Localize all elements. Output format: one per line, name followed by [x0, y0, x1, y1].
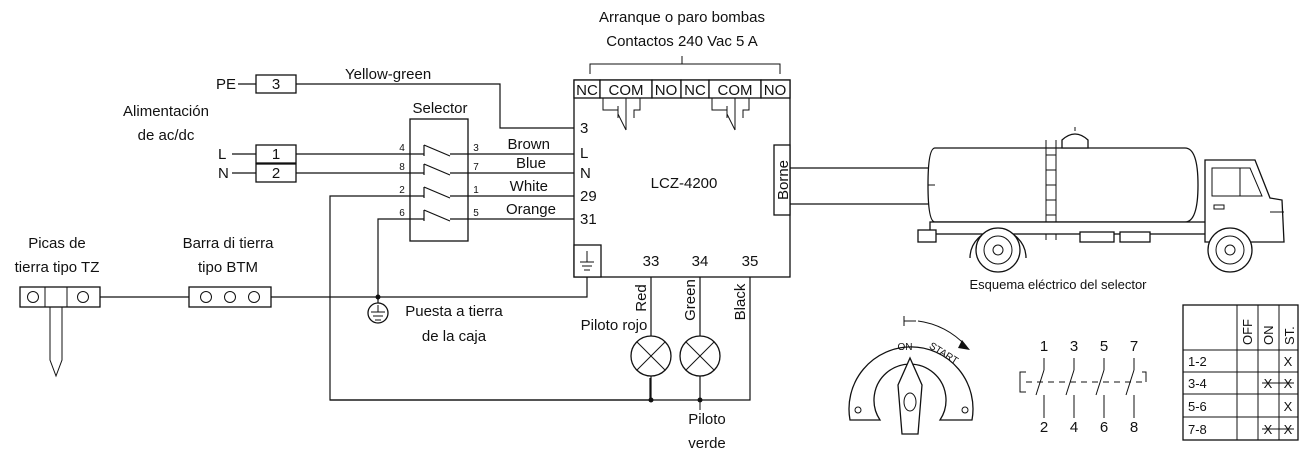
earth-bar — [188, 286, 272, 308]
n-label: N — [218, 165, 229, 182]
table-row-pair: 5-6 — [1188, 399, 1207, 414]
piloto-verde-label-2: verde — [688, 435, 726, 452]
contact-no-1: NO — [655, 82, 678, 99]
selector-switches — [423, 144, 468, 222]
header-line2: Contactos 240 Vac 5 A — [606, 33, 758, 50]
module-pin-29: 29 — [580, 188, 597, 205]
black-wire-label: Black — [732, 283, 749, 320]
module-ground-icon — [580, 251, 594, 271]
selector-pin-right-2: 7 — [473, 162, 479, 173]
selector-pin-right-4: 5 — [473, 208, 479, 219]
module-pin-34: 34 — [692, 253, 709, 270]
green-wire-label: Green — [682, 279, 699, 321]
wire-brown-label: Brown — [507, 136, 550, 153]
relay-contacts-1 — [602, 98, 641, 131]
terminal-n-label: 2 — [272, 165, 280, 182]
switch-top-3: 3 — [1070, 338, 1078, 355]
terminal-pe-label: 3 — [272, 76, 280, 93]
switch-bottom-2: 2 — [1040, 419, 1048, 436]
contact-nc-2: NC — [684, 82, 706, 99]
terminal-l-label: 1 — [272, 146, 280, 163]
contact-com-1: COM — [609, 82, 644, 99]
switch-top-7: 7 — [1130, 338, 1138, 355]
contact-com-2: COM — [718, 82, 753, 99]
module-pin-n: N — [580, 165, 591, 182]
table-header-st: ST. — [1282, 326, 1297, 345]
switch-contacts-symbol — [1019, 358, 1147, 418]
knob-on-label: ON — [898, 342, 913, 353]
wire-blue-label: Blue — [516, 155, 546, 172]
picas-label-2: tierra tipo TZ — [15, 259, 100, 276]
wire-yellow-green: Yellow-green — [345, 66, 431, 83]
switch-bottom-6: 6 — [1100, 419, 1108, 436]
selector-pin-left-2: 8 — [399, 162, 405, 173]
selector-pin-right-1: 3 — [473, 143, 479, 154]
switch-bottom-4: 4 — [1070, 419, 1078, 436]
truck-caption: Esquema eléctrico del selector — [969, 277, 1147, 292]
switch-bottom-8: 8 — [1130, 419, 1138, 436]
pe-wire — [296, 83, 574, 129]
module-pin-31: 31 — [580, 211, 597, 228]
module-pin-l: L — [580, 145, 588, 162]
selector-pin-left-3: 2 — [399, 185, 405, 196]
case-earth-icon — [367, 302, 389, 324]
red-wire-label: Red — [633, 284, 650, 312]
table-header-on: ON — [1261, 326, 1276, 346]
barra-label-1: Barra di tierra — [183, 235, 275, 252]
truth-table — [1182, 304, 1299, 441]
selector-pin-left-4: 6 — [399, 208, 405, 219]
black-wire — [330, 277, 751, 401]
piloto-verde-label-1: Piloto — [688, 411, 726, 428]
tanker-truck-illustration — [917, 127, 1285, 273]
borne-label: Borne — [775, 160, 792, 200]
selector-pin-left-1: 4 — [399, 143, 405, 154]
bar-to-module-wire — [271, 277, 588, 298]
lamp-red — [630, 335, 672, 377]
table-row-pair: 1-2 — [1188, 354, 1207, 369]
contact-no-2: NO — [764, 82, 787, 99]
module-contact-header — [573, 79, 791, 99]
header-line1: Arranque o paro bombas — [599, 9, 765, 26]
piloto-rojo-label: Piloto rojo — [581, 317, 648, 334]
selector-pin-right-3: 1 — [473, 185, 479, 196]
contact-nc-1: NC — [576, 82, 598, 99]
contacts-bracket — [589, 63, 781, 74]
module-pin-33: 33 — [643, 253, 660, 270]
module-pin-3: 3 — [580, 120, 588, 137]
earth-stake — [19, 286, 101, 378]
wire-orange-label: Orange — [506, 201, 556, 218]
pe-label: PE — [216, 76, 236, 93]
wire-white-label: White — [510, 178, 548, 195]
junction-dot-1 — [648, 397, 654, 403]
selector-title: Selector — [412, 100, 467, 117]
table-row-pair: 7-8 — [1188, 422, 1207, 437]
power-label-line2: de ac/dc — [138, 127, 195, 144]
borne-terminal — [773, 144, 791, 216]
barra-label-2: tipo BTM — [198, 259, 258, 276]
selector-box — [409, 118, 469, 242]
l-label: L — [218, 146, 226, 163]
caja-label-1: Puesta a tierra — [405, 303, 503, 320]
relay-contacts-2 — [711, 98, 750, 131]
switch-top-5: 5 — [1100, 338, 1108, 355]
rotary-knob-icon — [848, 316, 974, 435]
table-header-off: OFF — [1240, 319, 1255, 345]
power-label-line1: Alimentación — [123, 103, 209, 120]
module-pin-35: 35 — [742, 253, 759, 270]
wire-pin6-earth — [377, 218, 424, 300]
lamp-green — [679, 335, 721, 377]
module-name: LCZ-4200 — [651, 175, 718, 192]
picas-label-1: Picas de — [28, 235, 86, 252]
table-row-pair: 3-4 — [1188, 376, 1207, 391]
switch-top-1: 1 — [1040, 338, 1048, 355]
table-cell-mark: X — [1284, 399, 1293, 414]
table-cell-mark: X — [1284, 354, 1293, 369]
caja-label-2: de la caja — [422, 328, 487, 345]
